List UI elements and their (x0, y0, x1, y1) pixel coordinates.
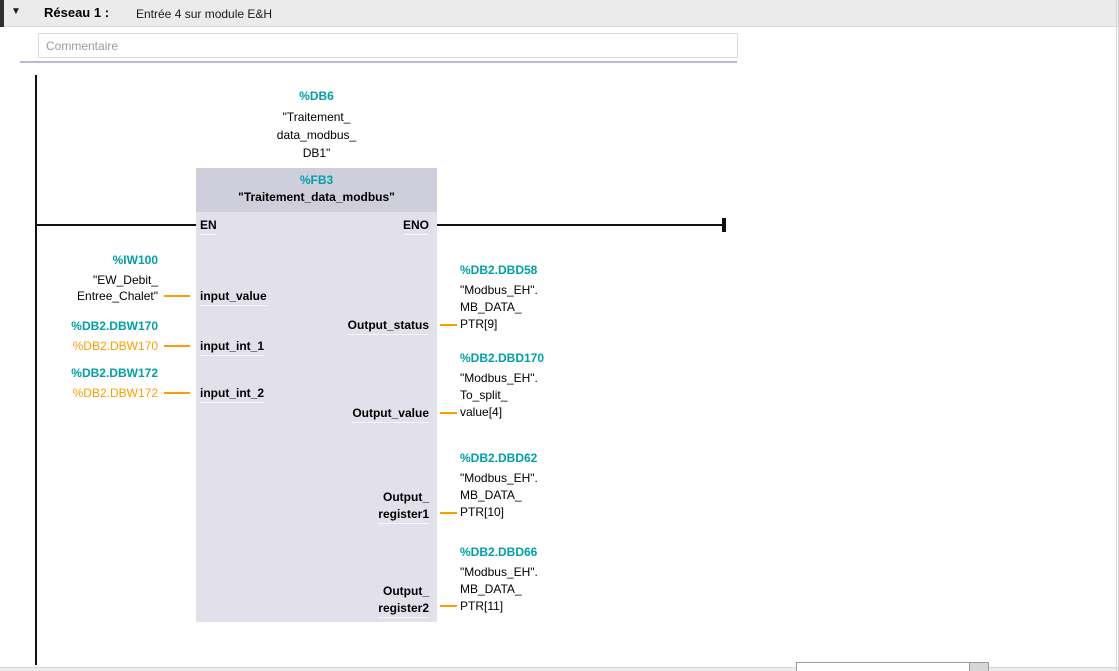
fb-address: %FB3 (299, 173, 334, 187)
pin-en[interactable]: EN (200, 217, 217, 235)
instance-db-name-line: "Traitement_ (282, 110, 351, 124)
power-rail (35, 75, 37, 665)
network-subtitle[interactable]: Entrée 4 sur module E&H (136, 7, 273, 21)
operand-input-int-1[interactable]: %DB2.DBW170 %DB2.DBW170 (71, 319, 158, 353)
window-right-edge (1116, 0, 1117, 671)
wire-output-value (440, 412, 457, 414)
rung-wire-en (36, 224, 196, 226)
pin-output-value[interactable]: Output_value (196, 405, 429, 423)
rung-end-tick (722, 218, 726, 232)
wire-output-register2 (440, 605, 457, 607)
wire-input-value (164, 295, 190, 297)
fb-call-block[interactable]: %FB3 "Traitement_data_modbus" (196, 168, 437, 622)
pin-output-register1[interactable]: Output_ register1 (196, 489, 429, 525)
comment-divider (20, 61, 737, 63)
wire-input-int-2 (164, 392, 190, 394)
network-selection-strip (0, 0, 4, 27)
wire-input-int-1 (164, 345, 190, 347)
fb-name: "Traitement_data_modbus" (238, 190, 395, 204)
rung-wire-eno (437, 224, 724, 226)
wire-output-register1 (440, 512, 457, 514)
collapse-network-icon[interactable]: ▼ (11, 6, 21, 17)
instance-db-label[interactable]: %DB6 "Traitement_ data_modbus_ DB1" (196, 88, 437, 162)
pin-output-status[interactable]: Output_status (196, 317, 429, 335)
network-comment-input[interactable]: Commentaire (38, 33, 738, 58)
pin-input-value[interactable]: input_value (200, 288, 267, 306)
bottom-scroll-strip (0, 667, 1118, 671)
network-title[interactable]: Réseau 1 : (44, 5, 110, 20)
pin-input-int-1[interactable]: input_int_1 (200, 338, 265, 356)
operand-output-value[interactable]: %DB2.DBD170 "Modbus_EH". To_split_ value… (460, 351, 545, 419)
network-header: ▼ Réseau 1 : Entrée 4 sur module E&H (0, 0, 1118, 27)
instance-db-name-line: DB1" (302, 146, 331, 160)
operand-input-int-2[interactable]: %DB2.DBW172 %DB2.DBW172 (71, 366, 158, 400)
instance-db-address: %DB6 (299, 89, 334, 103)
pin-output-register2[interactable]: Output_ register2 (196, 583, 429, 619)
pin-eno[interactable]: ENO (196, 217, 429, 235)
operand-output-register2[interactable]: %DB2.DBD66 "Modbus_EH". MB_DATA_ PTR[11] (460, 545, 538, 613)
fb-block-header[interactable]: %FB3 "Traitement_data_modbus" (196, 168, 437, 212)
pin-input-int-2[interactable]: input_int_2 (200, 385, 265, 403)
zoom-combobox-button[interactable] (969, 662, 989, 671)
operand-input-value[interactable]: %IW100 "EW_Debit_ Entree_Chalet" (77, 253, 158, 303)
operand-output-status[interactable]: %DB2.DBD58 "Modbus_EH". MB_DATA_ PTR[9] (460, 263, 538, 331)
wire-output-status (440, 324, 457, 326)
zoom-level-combobox[interactable] (796, 662, 970, 671)
instance-db-name-line: data_modbus_ (276, 128, 357, 142)
operand-output-register1[interactable]: %DB2.DBD62 "Modbus_EH". MB_DATA_ PTR[10] (460, 451, 538, 519)
